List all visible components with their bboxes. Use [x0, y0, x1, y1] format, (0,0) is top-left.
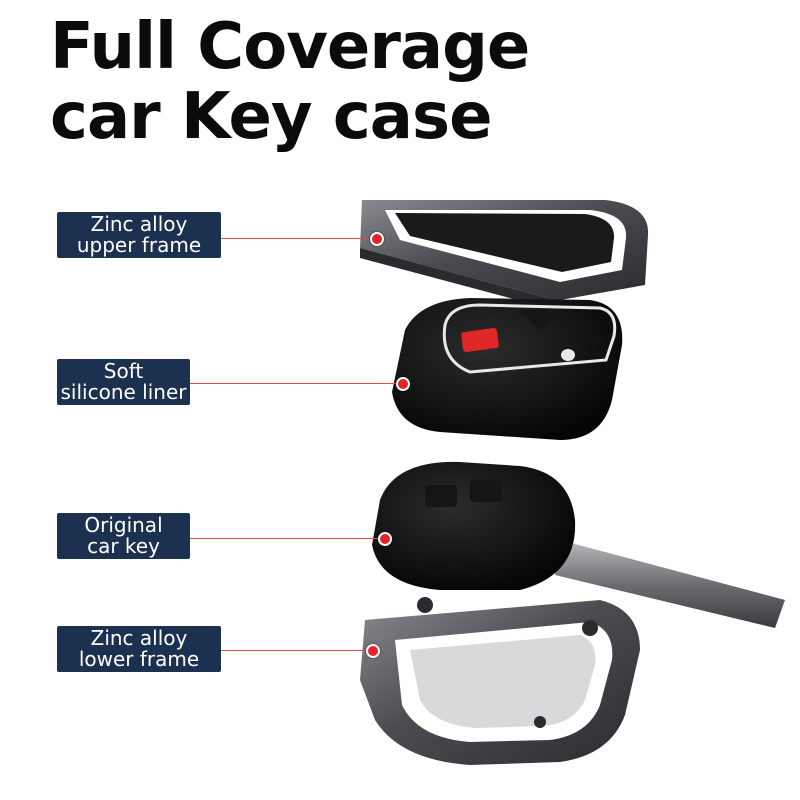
leader-line-upper-frame	[221, 238, 375, 239]
label-original-car-key-line-1: Original	[84, 513, 163, 537]
leader-line-silicone-liner	[190, 383, 400, 384]
label-silicone-liner-line-1: Soft	[103, 359, 144, 383]
marker-dot-original-car-key	[378, 532, 392, 546]
label-lower-frame-line-1: Zinc alloy	[90, 626, 188, 650]
label-upper-frame-line-2: upper frame	[76, 233, 202, 257]
silicone-liner	[392, 298, 623, 440]
label-lower-frame: Zinc alloy lower frame	[57, 626, 221, 672]
leader-line-lower-frame	[221, 650, 369, 651]
original-car-key	[372, 461, 785, 628]
leader-line-original-car-key	[190, 538, 380, 539]
marker-dot-silicone-liner	[396, 377, 410, 391]
label-upper-frame: Zinc alloy upper frame	[57, 212, 221, 258]
page-title-line-1: Full Coverage	[50, 10, 530, 84]
label-upper-frame-line-1: Zinc alloy	[90, 212, 188, 236]
label-lower-frame-line-2: lower frame	[78, 647, 200, 671]
label-silicone-liner-line-2: silicone liner	[60, 380, 187, 404]
page-title-line-2: car Key case	[50, 80, 492, 154]
lower-frame	[360, 597, 640, 765]
page-title: Full Coverage car Key case	[50, 10, 530, 154]
label-original-car-key-line-2: car key	[87, 534, 160, 558]
upper-frame	[360, 200, 649, 310]
label-silicone-liner: Soft silicone liner	[57, 359, 190, 405]
marker-dot-lower-frame	[366, 644, 380, 658]
marker-dot-upper-frame	[370, 232, 384, 246]
label-original-car-key: Original car key	[57, 513, 190, 559]
